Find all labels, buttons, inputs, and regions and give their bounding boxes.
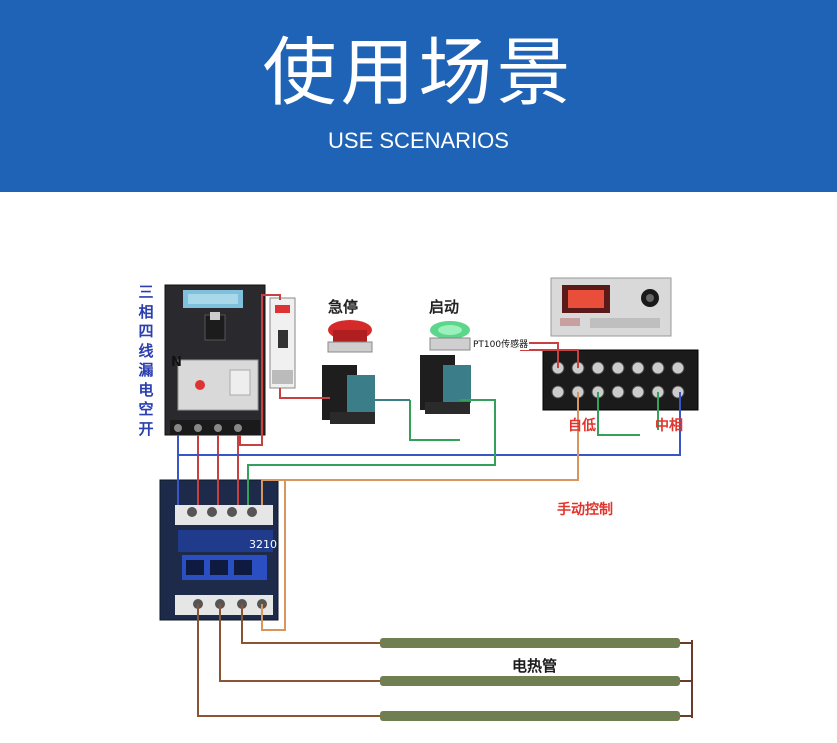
heater-tubes [380,638,693,721]
emergency-stop-label: 急停 [328,298,359,316]
pt100-sensor-label: PT100传感器 [472,337,530,350]
neutral-terminal-label: N [171,355,182,370]
terminal-auto-label: 自低 [568,418,596,434]
page-title: 使用场景 [262,30,575,116]
heater-tube-label: 电热管 [512,657,558,675]
contactor-code-label: 3210 [249,538,277,551]
wires [177,294,681,717]
manual-control-label: 手动控制 [557,502,613,518]
terminal-neutral-label: 中相 [655,418,683,434]
leakage-breaker [164,284,266,436]
wiring-diagram [159,277,699,721]
emergency-stop-button [322,320,375,424]
temperature-controller [550,277,672,337]
page-subtitle: USE SCENARIOS [328,128,509,153]
terminal-strip [542,349,699,411]
start-button-label: 启动 [429,298,460,316]
leakage-breaker-label: 三相四线漏电空开 [138,283,154,438]
header-banner: 使用场景 USE SCENARIOS [0,0,837,192]
ac-contactor [159,479,279,621]
start-button [420,321,471,414]
miniature-circuit-breaker [269,297,296,389]
